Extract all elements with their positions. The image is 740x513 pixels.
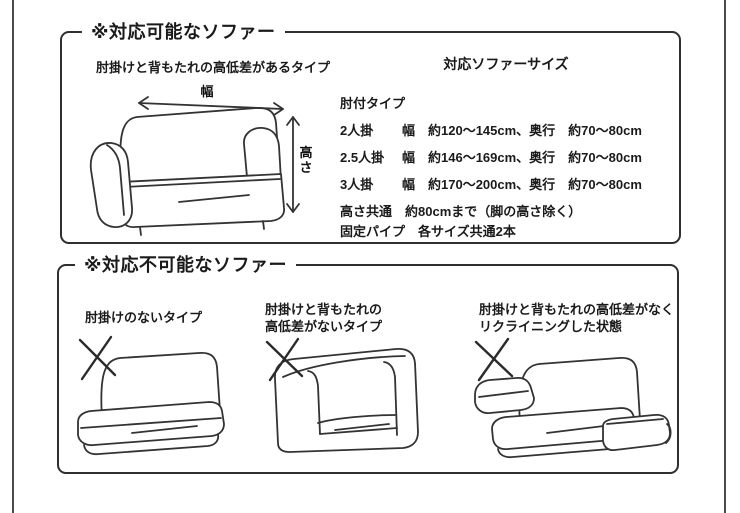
compatible-sofa-illustration: 幅 高さ [89, 84, 313, 236]
compatible-section-title: ※対応可能なソファー [82, 20, 285, 44]
x-mark-icon [265, 337, 304, 382]
seat-dimensions: 幅 約170～200cm、奥行 約70～80cm [402, 177, 642, 192]
compatible-sofa-section: ※対応可能なソファー 肘掛けと背もたれの高低差があるタイプ 幅 [60, 20, 681, 244]
seat-count: 3人掛 [340, 177, 374, 192]
seat-count: 2人掛 [340, 123, 374, 138]
seat-count: 2.5人掛 [340, 150, 385, 165]
seat-dimensions: 幅 約146～169cm、奥行 約70～80cm [402, 150, 642, 165]
incompatible-label-no-height-difference: 肘掛けと背もたれの 高低差がないタイプ [265, 302, 383, 334]
x-mark-icon [474, 337, 514, 382]
page-right-border [724, 0, 726, 513]
size-row-3seater: 3人掛 幅 約170～200cm、奥行 約70～80cm [340, 176, 672, 194]
size-table-type-label: 肘付タイプ [340, 96, 406, 111]
fixing-pipe-note: 固定パイプ 各サイズ共通2本 [340, 224, 516, 239]
reclining-sofa-illustration [474, 337, 672, 459]
size-row-2-5seater: 2.5人掛 幅 約146～169cm、奥行 約70～80cm [340, 149, 672, 167]
height-note: 高さ共通 約80cmまで（脚の高さ除く） [340, 204, 582, 219]
incompatible-section-title: ※対応不可能なソファー [75, 253, 296, 277]
size-table: 対応ソファーサイズ 肘付タイプ 2人掛 幅 約120～145cm、奥行 約70～… [340, 55, 672, 241]
width-label: 幅 [200, 84, 213, 99]
page-left-border [12, 0, 14, 513]
seat-dimensions: 幅 約120～145cm、奥行 約70～80cm [402, 123, 642, 138]
incompatible-label-armless: 肘掛けのないタイプ [85, 310, 203, 325]
width-arrow-icon [138, 96, 284, 116]
x-mark-icon [78, 335, 117, 381]
incompatible-label-reclined: 肘掛けと背もたれの高低差がなく リクライニングした状態 [479, 302, 675, 334]
armless-sofa-illustration [77, 335, 225, 456]
height-label: 高さ [299, 145, 312, 175]
height-arrow-icon [286, 116, 300, 213]
incompatible-sofa-section: ※対応不可能なソファー 肘掛けのないタイプ 肘掛けと背もたれの 高低差がないタイ… [57, 253, 679, 474]
flat-arm-sofa-illustration [265, 337, 419, 453]
size-row-2seater: 2人掛 幅 約120～145cm、奥行 約70～80cm [340, 122, 672, 140]
size-table-title: 対応ソファーサイズ [443, 56, 569, 72]
compatible-sofa-type-label: 肘掛けと背もたれの高低差があるタイプ [96, 60, 331, 75]
